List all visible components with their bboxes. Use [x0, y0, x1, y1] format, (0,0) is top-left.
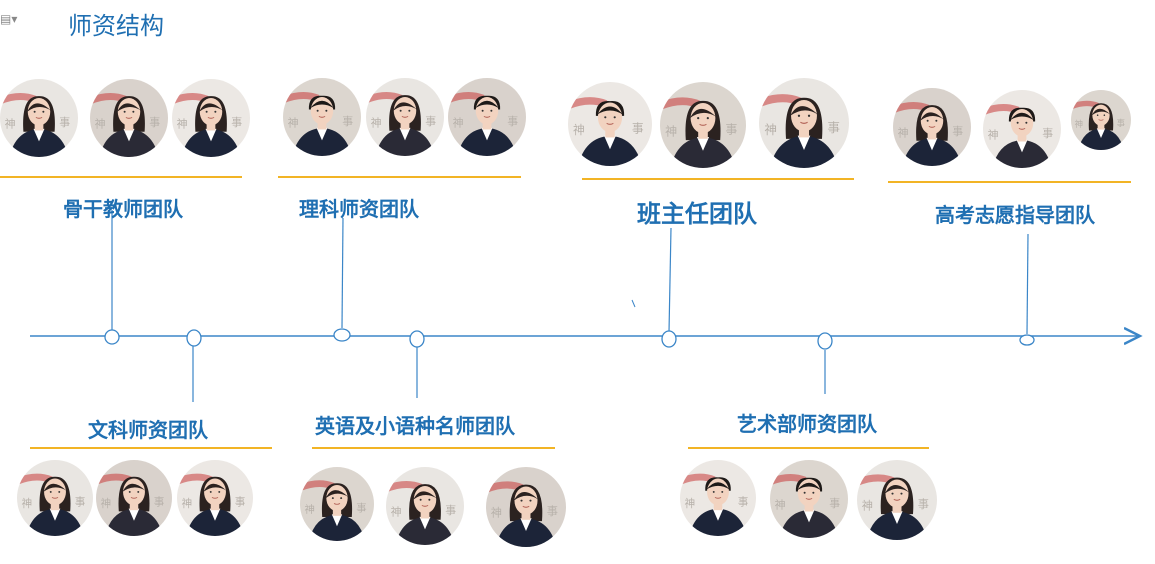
team-label-science: 理科师资团队 — [299, 197, 419, 221]
teacher-photo-homeroom-2: 神 事 — [660, 82, 746, 168]
team-label-art: 艺术部师资团队 — [737, 412, 877, 436]
teacher-photo-liberal-3: 神 事 — [177, 460, 253, 536]
teacher-photo-science-3: 神 事 — [448, 78, 526, 156]
teacher-photo-art-2: 神 事 — [770, 460, 848, 538]
divider-gaokao — [888, 181, 1131, 183]
connector-gaokao — [1026, 233, 1029, 335]
svg-text:神: 神 — [177, 116, 188, 130]
stray-mark — [631, 299, 636, 308]
svg-text:神: 神 — [5, 116, 16, 130]
svg-text:事: 事 — [356, 501, 366, 514]
svg-text:神: 神 — [304, 503, 314, 516]
svg-text:神: 神 — [182, 497, 193, 510]
teacher-photo-art-1: 神 事 — [680, 460, 756, 536]
svg-text:事: 事 — [952, 125, 963, 138]
svg-text:事: 事 — [738, 496, 749, 509]
divider-homeroom — [582, 178, 854, 180]
timeline-node-homeroom — [661, 330, 677, 348]
teacher-photo-language-3: 神 事 — [486, 467, 566, 547]
timeline-node-art — [817, 332, 833, 350]
svg-text:事: 事 — [1117, 118, 1125, 128]
timeline-node-backbone — [104, 329, 120, 345]
teacher-photo-backbone-2: 神 事 — [90, 79, 168, 157]
svg-text:事: 事 — [1042, 127, 1053, 140]
svg-text:事: 事 — [59, 116, 70, 129]
svg-text:事: 事 — [75, 496, 86, 509]
teacher-photo-science-1: 神 事 — [283, 78, 361, 156]
svg-text:神: 神 — [988, 127, 999, 141]
svg-text:神: 神 — [573, 123, 585, 137]
timeline-node-liberal — [186, 329, 202, 347]
teacher-photo-homeroom-3: 神 事 — [759, 78, 849, 168]
svg-text:神: 神 — [898, 125, 909, 139]
svg-text:神: 神 — [95, 116, 106, 130]
svg-text:事: 事 — [342, 115, 353, 128]
teacher-photo-gaokao-1: 神 事 — [893, 88, 971, 166]
teacher-photo-language-1: 神 事 — [300, 467, 374, 541]
svg-text:事: 事 — [918, 498, 929, 511]
teacher-photo-gaokao-2: 神 事 — [983, 90, 1061, 168]
svg-text:事: 事 — [231, 116, 242, 129]
divider-art — [688, 447, 929, 449]
svg-text:神: 神 — [764, 122, 777, 137]
divider-backbone — [0, 176, 242, 178]
team-label-backbone: 骨干教师团队 — [63, 197, 183, 221]
team-label-liberal: 文科师资团队 — [88, 418, 208, 442]
svg-text:事: 事 — [725, 123, 737, 137]
svg-text:事: 事 — [445, 504, 456, 517]
svg-text:事: 事 — [154, 496, 165, 509]
divider-liberal — [30, 447, 272, 449]
svg-text:事: 事 — [235, 496, 246, 509]
teacher-photo-backbone-3: 神 事 — [172, 79, 250, 157]
svg-text:事: 事 — [149, 116, 160, 129]
team-label-language: 英语及小语种名师团队 — [315, 414, 515, 438]
teacher-photo-language-2: 神 事 — [386, 467, 464, 545]
svg-text:事: 事 — [829, 497, 840, 510]
svg-text:神: 神 — [101, 497, 112, 510]
teacher-photo-backbone-1: 神 事 — [0, 79, 78, 157]
svg-text:神: 神 — [371, 115, 382, 129]
svg-text:神: 神 — [288, 115, 299, 129]
page-title: 师资结构 — [68, 12, 164, 40]
timeline-node-gaokao — [1019, 334, 1035, 346]
svg-text:神: 神 — [391, 504, 402, 518]
svg-text:神: 神 — [685, 497, 696, 510]
svg-text:事: 事 — [827, 120, 840, 135]
svg-text:神: 神 — [665, 124, 677, 138]
page-menu-icon: ▤▾ — [0, 12, 18, 26]
teacher-photo-homeroom-1: 神 事 — [568, 82, 652, 166]
teacher-photo-gaokao-3: 神 事 — [1071, 90, 1131, 150]
svg-text:事: 事 — [425, 115, 436, 128]
divider-language — [312, 447, 555, 449]
svg-text:神: 神 — [1075, 119, 1083, 129]
divider-science — [278, 176, 521, 178]
team-label-homeroom: 班主任团队 — [637, 200, 757, 228]
svg-text:神: 神 — [22, 497, 33, 510]
svg-text:事: 事 — [632, 121, 644, 135]
svg-text:神: 神 — [491, 506, 502, 520]
svg-text:神: 神 — [453, 115, 464, 129]
teacher-photo-science-2: 神 事 — [366, 78, 444, 156]
timeline-node-science — [333, 328, 351, 342]
teacher-photo-art-3: 神 事 — [857, 460, 937, 540]
svg-text:事: 事 — [507, 115, 518, 128]
teacher-photo-liberal-2: 神 事 — [96, 460, 172, 536]
connector-homeroom — [668, 227, 672, 333]
team-label-gaokao: 高考志愿指导团队 — [935, 203, 1095, 227]
svg-text:神: 神 — [775, 497, 786, 511]
svg-text:神: 神 — [862, 499, 873, 513]
teacher-photo-liberal-1: 神 事 — [17, 460, 93, 536]
connector-science — [341, 217, 344, 329]
timeline-node-language — [409, 330, 425, 348]
svg-text:事: 事 — [547, 505, 558, 518]
